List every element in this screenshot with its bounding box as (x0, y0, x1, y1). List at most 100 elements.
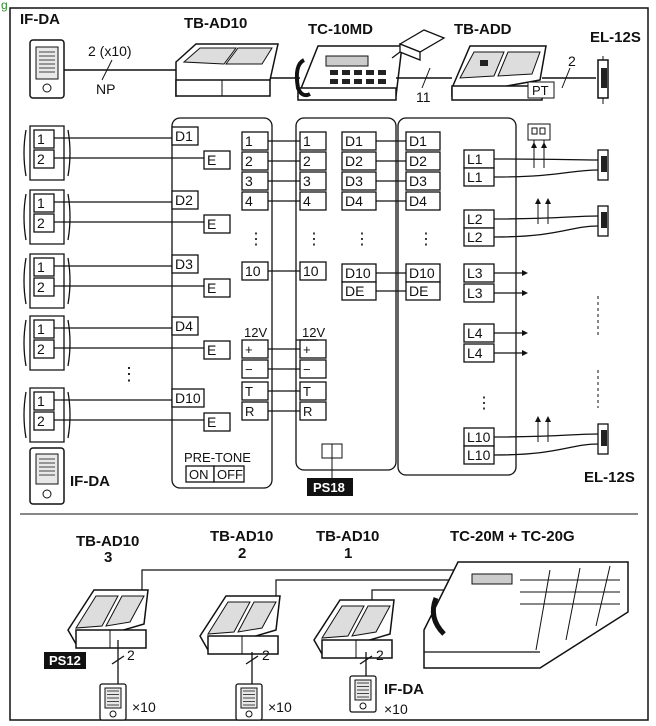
station-1-e-label: E (207, 152, 216, 168)
col-l-arrowhead-2 (522, 330, 528, 336)
station-5-t1-box (33, 391, 55, 411)
col-b-t-box (299, 381, 327, 401)
strike-2-uphead-0 (535, 198, 541, 204)
col-b-3-box (299, 171, 327, 191)
bottom-tb-ad10-units (67, 589, 395, 659)
station-1-d-label: D1 (175, 128, 193, 144)
station-2-t1-label: 1 (37, 195, 45, 211)
station-4-t1-label: 1 (37, 321, 45, 337)
col-b-4-box (299, 191, 327, 211)
bottom-down-wires (111, 640, 373, 686)
station-1-d-box (171, 126, 199, 146)
strike-3-latch (601, 430, 607, 446)
right-el12s-strikes (493, 142, 609, 456)
if-da-bottom-device (29, 447, 65, 505)
col-c-D1-label: D1 (345, 133, 363, 149)
strike-3-uphead-0 (535, 416, 541, 422)
col-b-10-label: 10 (303, 263, 319, 279)
col-b-1-box (299, 131, 327, 151)
station-3-e-box (203, 278, 231, 298)
bottom-ifda: IF-DA (384, 681, 424, 698)
station-5-d-label: D10 (175, 390, 201, 406)
top-wire-np: NP (96, 81, 115, 97)
col-a-12v: 12V (244, 325, 267, 340)
station-5-e-label: E (207, 414, 216, 430)
station-4-t1-box (33, 319, 55, 339)
top-tb-ad10-device (175, 43, 279, 97)
col-b-t-label: T (303, 384, 311, 399)
col-a-t-label: T (245, 384, 253, 399)
station-4-e-box (203, 340, 231, 360)
station-4-d-label: D4 (175, 318, 193, 334)
col-a-r-label: R (245, 404, 254, 419)
top-pt-box (527, 81, 555, 99)
station-3-e-label: E (207, 280, 216, 296)
bottom-tb1-num: 1 (344, 545, 352, 562)
console-1-pad-2 (351, 605, 391, 637)
col-l-1-label: L1 (467, 169, 483, 185)
station-1-t2-label: 2 (37, 151, 45, 167)
strike-2-latch (601, 212, 607, 228)
top-tb-add-label: TB-ADD (454, 21, 512, 38)
col-l-5-label: L3 (467, 285, 483, 301)
station-2-t2-label: 2 (37, 215, 45, 231)
col-b-12v: 12V (302, 325, 325, 340)
console-3-base (75, 629, 147, 649)
pretone-off[interactable] (213, 465, 245, 483)
station-1-t1-label: 1 (37, 131, 45, 147)
top-if-da-device (29, 39, 65, 99)
station-5-d-box (171, 388, 205, 408)
top-wire-2: 2 (568, 53, 576, 69)
col-a-2-label: 2 (245, 153, 253, 169)
col-b-2-box (299, 151, 327, 171)
col-a-1-label: 1 (245, 133, 253, 149)
col-d-D4-label: D4 (409, 193, 427, 209)
corner-label: g (1, 0, 8, 12)
station-2-e-box (203, 214, 231, 234)
station-4-bracket (23, 319, 71, 367)
console-1-pad-1 (321, 605, 365, 639)
top-tc-10md-label: TC-10MD (308, 21, 373, 38)
col-d-D2-label: D2 (409, 153, 427, 169)
col-l-4-label: L3 (467, 265, 483, 281)
bottom-tb3-name: TB-AD10 (76, 533, 139, 550)
top-wire-11: 11 (416, 89, 431, 105)
console-3-pad-1 (75, 595, 119, 629)
console-3-pad-2 (105, 595, 145, 627)
console-1-base (321, 639, 393, 659)
top-wire-slash-1 (101, 59, 113, 81)
col-a-ellipsis: ⋮ (248, 231, 264, 248)
strike-3-wires (493, 433, 599, 456)
station-2-bracket (23, 193, 71, 241)
col-a-10-label: 10 (245, 263, 261, 279)
strike-1-uphead-1 (541, 142, 547, 148)
col-d-DE-label: DE (409, 283, 428, 299)
pretone-label: PRE-TONE (184, 450, 251, 465)
station-2-t2-box (33, 213, 55, 233)
console-2-pad-2 (237, 601, 277, 633)
col-a-plus-label: + (245, 342, 253, 357)
col-l-arrowhead-3 (522, 350, 528, 356)
col-l-ellipsis: ⋮ (476, 395, 492, 412)
station-2-d-box (171, 190, 199, 210)
col-c-DE-label: DE (345, 283, 364, 299)
bottom-tb3-num: 3 (104, 549, 112, 566)
ps18-badge (307, 478, 353, 496)
col-d-ellipsis: ⋮ (418, 231, 434, 248)
col-a-3-label: 3 (245, 173, 253, 189)
col-l-9-label: L10 (467, 447, 491, 463)
station-2-e-label: E (207, 216, 216, 232)
top-wire-slash-2 (421, 67, 431, 89)
col-d-D3-label: D3 (409, 173, 427, 189)
station-4-t2-box (33, 339, 55, 359)
station-1-t2-box (33, 149, 55, 169)
col-d-D10-label: D10 (409, 265, 435, 281)
col-b-plus-label: + (303, 342, 311, 357)
station-3-d-box (171, 254, 199, 274)
top-el-12s-label: EL-12S (590, 29, 641, 46)
station-3-t2-box (33, 277, 55, 297)
bottom-x10b: ×10 (268, 699, 292, 715)
strike-2-uphead-1 (545, 198, 551, 204)
